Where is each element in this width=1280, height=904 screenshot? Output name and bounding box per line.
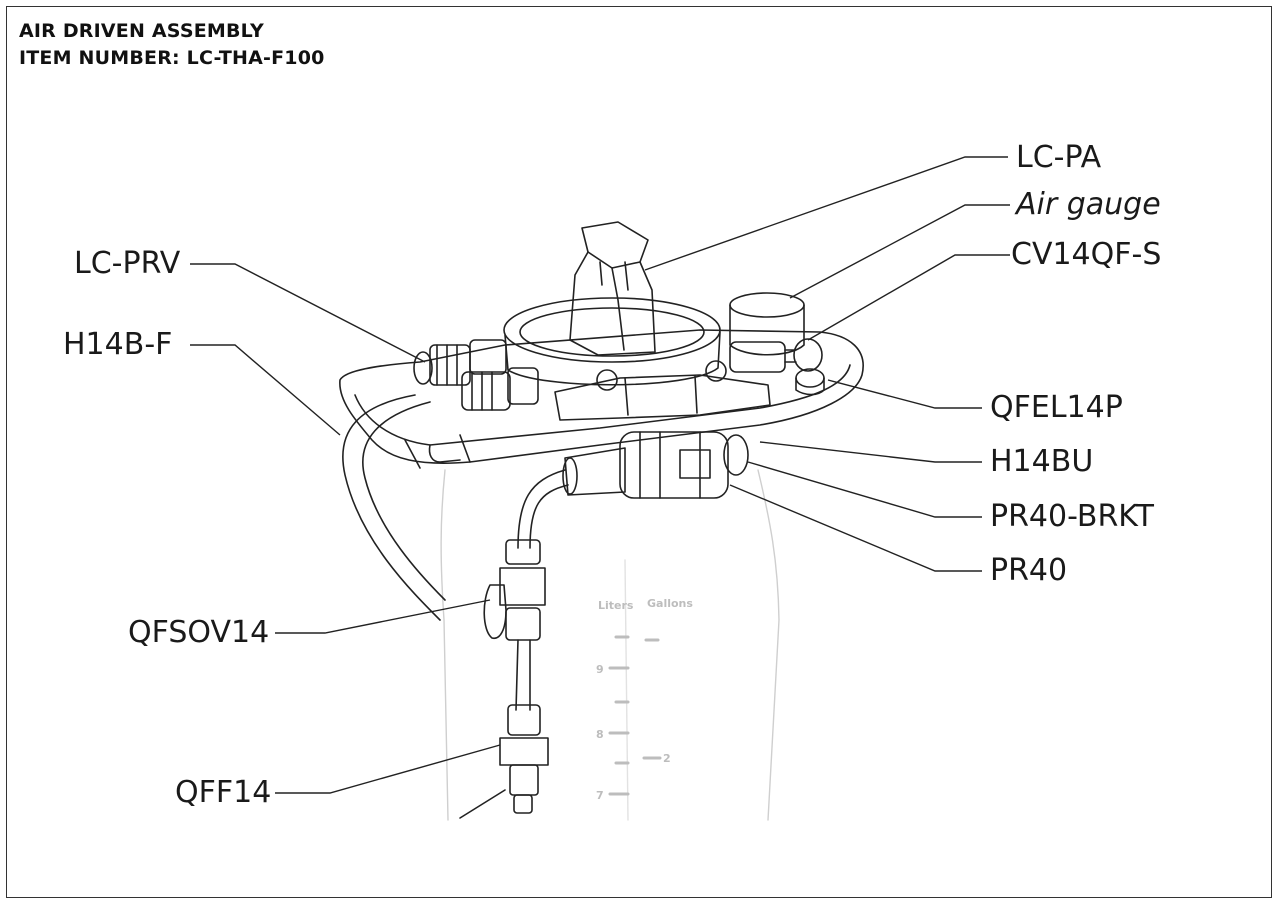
label-air-gauge: Air gauge [1016, 187, 1161, 222]
manifold-block [554, 360, 771, 421]
label-cv14qf-s: CV14QF-S [1011, 237, 1162, 272]
leader-qfsov14 [275, 599, 491, 634]
label-h14b-f: H14B-F [63, 327, 173, 362]
liter-mark-9: 9 [596, 663, 604, 676]
hose-h14b-f [342, 394, 446, 621]
label-lc-pa: LC-PA [1016, 140, 1102, 175]
leader-h14b-f [190, 344, 341, 436]
fitting-h14b-f [461, 367, 539, 411]
valve-lc-prv [413, 339, 507, 386]
tank-body [440, 469, 780, 821]
leader-qfel14p [827, 379, 982, 409]
tank-scale [608, 635, 662, 796]
liters-heading: Liters [598, 599, 634, 612]
elbow-qfel14p [795, 368, 825, 396]
diagram-frame [6, 6, 1272, 898]
fitting-qff14 [459, 704, 549, 819]
leader-lc-pa [644, 156, 1008, 271]
diagram-header: AIR DRIVEN ASSEMBLY ITEM NUMBER: LC-THA-… [19, 18, 325, 72]
leader-lc-prv [190, 263, 426, 363]
label-qff14: QFF14 [175, 775, 272, 810]
gallon-mark-2: 2 [663, 752, 671, 765]
label-qfsov14: QFSOV14 [128, 615, 270, 650]
liter-mark-8: 8 [596, 728, 604, 741]
assembly-title: AIR DRIVEN ASSEMBLY [19, 20, 264, 42]
center-bowl [503, 297, 721, 386]
label-qfel14p: QFEL14P [990, 390, 1123, 425]
leader-h14bu [759, 441, 982, 463]
air-gauge [729, 292, 805, 356]
leader-pr40-brkt [747, 461, 982, 518]
drop-tube [515, 469, 569, 711]
label-h14bu: H14BU [990, 444, 1094, 479]
liter-mark-7: 7 [596, 789, 604, 802]
label-pr40: PR40 [990, 553, 1068, 588]
check-valve-cv14qf-s [729, 338, 823, 373]
label-pr40-brkt: PR40-BRKT [990, 499, 1154, 534]
leader-air-gauge [789, 204, 1010, 299]
bracket-pr40-brkt [562, 447, 626, 496]
leader-cv14qf-s [807, 254, 1010, 341]
regulator-pr40 [619, 431, 749, 499]
shutoff-valve-qfsov14 [483, 539, 546, 641]
item-number: ITEM NUMBER: LC-THA-F100 [19, 47, 325, 69]
leader-pr40 [729, 484, 982, 572]
pump-handle-lc-pa [569, 221, 656, 356]
gallons-heading: Gallons [647, 597, 693, 610]
leader-qff14 [275, 744, 501, 794]
label-lc-prv: LC-PRV [74, 246, 181, 281]
